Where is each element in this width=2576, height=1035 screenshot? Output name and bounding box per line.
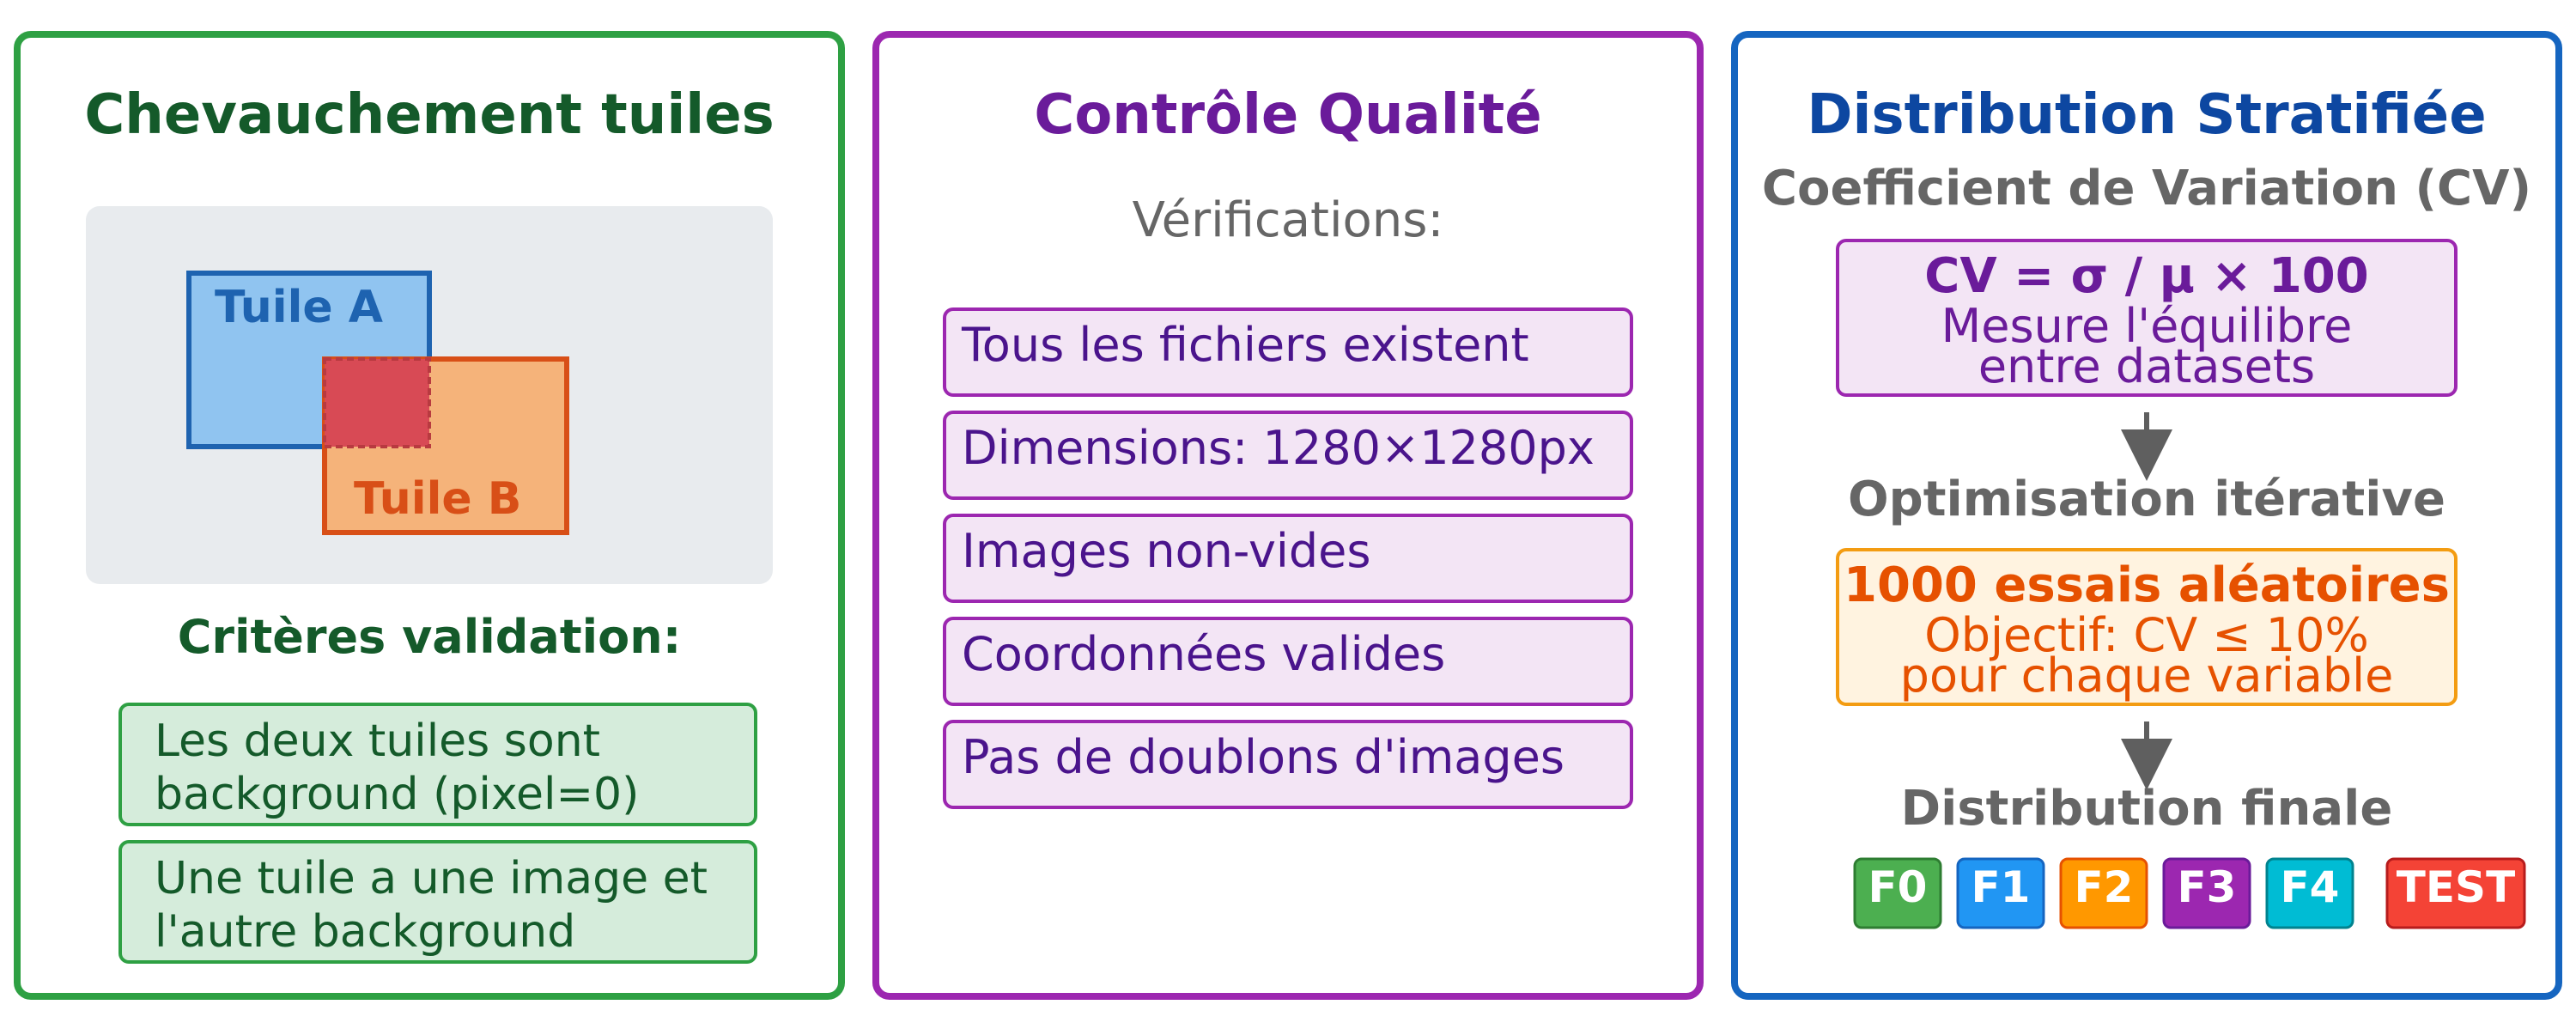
trials-title: 1000 essais aléatoires bbox=[1844, 557, 2450, 613]
trials-line: pour chaque variable bbox=[1900, 648, 2394, 703]
panel-overlap-title: Chevauchement tuiles bbox=[84, 83, 774, 147]
tile-b-label: Tuile B bbox=[354, 473, 521, 525]
fold-badge: F1 bbox=[1956, 857, 2045, 929]
check-label: Tous les fichiers existent bbox=[961, 318, 1529, 372]
fold-badge-label: F0 bbox=[1868, 862, 1928, 912]
fold-badge-label: TEST bbox=[2397, 862, 2515, 912]
folds-row: F0 F1 F2 F3 F4 TEST bbox=[1853, 857, 2526, 929]
panel-distribution-subtitle: Coefficient de Variation (CV) bbox=[1762, 161, 2531, 216]
tile-overlap-zone bbox=[323, 357, 431, 448]
criteria-box bbox=[118, 703, 757, 826]
trials-bg bbox=[1836, 548, 2458, 706]
fold-badge-label: F1 bbox=[1971, 862, 2031, 912]
fold-badge: F3 bbox=[2162, 857, 2251, 929]
cv-formula-line: Mesure l'équilibre bbox=[1941, 299, 2353, 353]
check-label: Pas de doublons d'images bbox=[962, 730, 1564, 784]
panel-overlap: Chevauchement tuiles Tuile A Tuile B Cri… bbox=[14, 31, 845, 1000]
fold-badge-bg bbox=[2162, 857, 2251, 929]
cv-formula-bg bbox=[1836, 239, 2458, 397]
check-label: Dimensions: 1280×1280px bbox=[962, 421, 1595, 475]
fold-badge-bg bbox=[1956, 857, 2045, 929]
criteria-line: l'autre background bbox=[155, 906, 575, 958]
check-label: Images non-vides bbox=[962, 524, 1371, 578]
check-item: Images non-vides bbox=[943, 514, 1633, 603]
check-box bbox=[943, 720, 1633, 809]
panel-quality-subtitle: Vérifications: bbox=[1133, 192, 1444, 248]
fold-badge-test: TEST bbox=[2385, 857, 2526, 929]
criteria-item: Les deux tuiles sont background (pixel=0… bbox=[118, 703, 757, 826]
panel-quality-title: Contrôle Qualité bbox=[1034, 83, 1541, 147]
fold-badge: F2 bbox=[2059, 857, 2148, 929]
check-item: Dimensions: 1280×1280px bbox=[943, 411, 1633, 500]
step-optimisation-title: Optimisation itérative bbox=[1848, 472, 2445, 527]
fold-badge-label: F3 bbox=[2178, 862, 2237, 912]
fold-badge: F0 bbox=[1853, 857, 1942, 929]
check-item: Pas de doublons d'images bbox=[943, 720, 1633, 809]
check-box bbox=[943, 617, 1633, 706]
check-box bbox=[943, 411, 1633, 500]
fold-badge-label: F2 bbox=[2075, 862, 2134, 912]
check-item: Coordonnées valides bbox=[943, 617, 1633, 706]
fold-badge-label: F4 bbox=[2281, 862, 2340, 912]
fold-badge-bg bbox=[2059, 857, 2148, 929]
fold-badge-bg bbox=[1853, 857, 1942, 929]
panel-distribution-title: Distribution Stratifiée bbox=[1807, 83, 2486, 147]
check-label: Coordonnées valides bbox=[962, 627, 1445, 681]
fold-badge: F4 bbox=[2265, 857, 2354, 929]
trials-box: 1000 essais aléatoires Objectif: CV ≤ 10… bbox=[1836, 548, 2458, 706]
criteria-item: Une tuile a une image et l'autre backgro… bbox=[118, 840, 757, 964]
panel-distribution: Distribution Stratifiée Coefficient de V… bbox=[1731, 31, 2562, 1000]
cv-formula-box: CV = σ / μ × 100 Mesure l'équilibre entr… bbox=[1836, 239, 2458, 397]
step-final-title: Distribution finale bbox=[1901, 781, 2393, 837]
criteria-line: Les deux tuiles sont bbox=[155, 715, 600, 767]
criteria-line: background (pixel=0) bbox=[155, 769, 639, 820]
criteria-line: Une tuile a une image et bbox=[155, 853, 708, 904]
check-box bbox=[943, 514, 1633, 603]
fold-badge-bg bbox=[2265, 857, 2354, 929]
panel-quality: Contrôle Qualité Vérifications: Tous les… bbox=[872, 31, 1704, 1000]
trials-line: Objectif: CV ≤ 10% bbox=[1924, 608, 2369, 662]
cv-formula-line: entre datasets bbox=[1978, 339, 2315, 393]
criteria-box bbox=[118, 840, 757, 964]
check-item: Tous les fichiers existent bbox=[943, 307, 1633, 397]
cv-formula-title: CV = σ / μ × 100 bbox=[1924, 248, 2368, 304]
tile-a-label: Tuile A bbox=[215, 282, 383, 333]
check-box bbox=[943, 307, 1633, 397]
criteria-title: Critères validation: bbox=[178, 610, 682, 664]
fold-badge-bg bbox=[2385, 857, 2526, 929]
